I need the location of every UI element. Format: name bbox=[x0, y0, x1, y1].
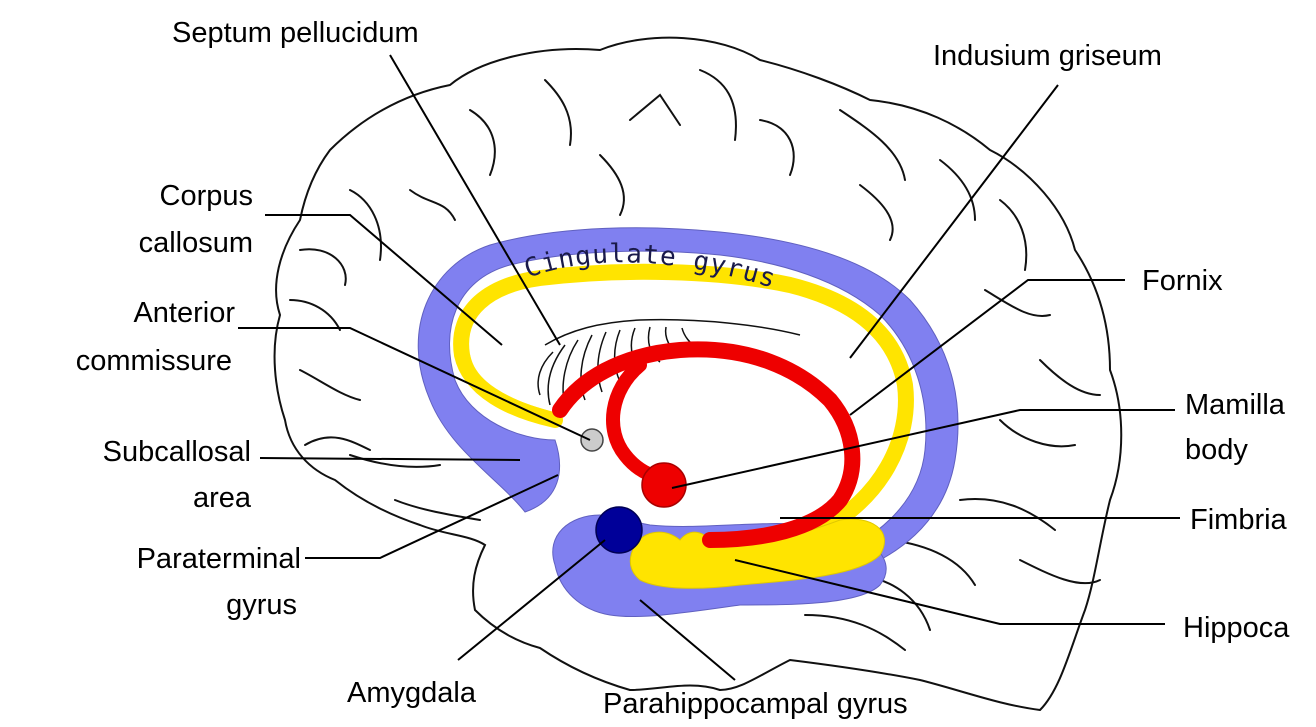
sulcus-line bbox=[410, 190, 455, 220]
sulcus-line bbox=[300, 249, 346, 285]
sulcus-line bbox=[600, 155, 624, 215]
sulcus-line bbox=[1000, 420, 1075, 446]
sulcus-line bbox=[985, 290, 1050, 316]
label-indusium-griseum: Indusium griseum bbox=[933, 40, 1162, 72]
label-hippocampus: Hippoca bbox=[1183, 612, 1290, 644]
label-parahippocampal-gyrus: Parahippocampal gyrus bbox=[603, 688, 908, 720]
label-fornix: Fornix bbox=[1142, 265, 1223, 297]
label-anterior-commissure-line2: commissure bbox=[76, 345, 232, 377]
sulcus-line bbox=[630, 95, 680, 125]
sulcus-line bbox=[940, 160, 975, 220]
sulcus-line bbox=[840, 110, 905, 180]
sulcus-line bbox=[350, 190, 381, 260]
amygdala-circle bbox=[596, 507, 642, 553]
sulcus-line bbox=[290, 300, 340, 330]
sulcus-line bbox=[860, 185, 893, 240]
label-paraterminal-gyrus-line2: gyrus bbox=[226, 589, 297, 621]
sulcus-line bbox=[760, 120, 794, 175]
label-mamillary-body-line1: Mamilla bbox=[1185, 389, 1286, 421]
sulcus-line bbox=[1000, 200, 1026, 270]
label-anterior-commissure-line1: Anterior bbox=[133, 297, 235, 329]
label-fimbria: Fimbria bbox=[1190, 504, 1288, 536]
label-corpus-callosum-line1: Corpus bbox=[160, 180, 254, 212]
fornix-loop bbox=[560, 349, 852, 540]
label-subcallosal-area-line2: area bbox=[193, 482, 252, 514]
sulcus-line bbox=[1040, 360, 1100, 395]
fornix-column bbox=[613, 365, 660, 478]
sulcus-line bbox=[545, 80, 571, 145]
sulcus-line bbox=[350, 455, 440, 467]
anterior-commissure-circle bbox=[581, 429, 603, 451]
sulcus-line bbox=[300, 370, 360, 400]
sulcus-line bbox=[890, 540, 975, 585]
sulcus-line bbox=[470, 110, 495, 175]
sulcus-line bbox=[305, 437, 370, 450]
sulcus-line bbox=[805, 615, 905, 650]
sulcus-line bbox=[960, 499, 1055, 530]
sulcus-line bbox=[700, 70, 736, 140]
label-paraterminal-gyrus-line1: Paraterminal bbox=[137, 543, 301, 575]
label-mamillary-body-line2: body bbox=[1185, 434, 1248, 466]
label-amygdala: Amygdala bbox=[347, 677, 477, 709]
label-corpus-callosum-line2: callosum bbox=[139, 227, 253, 259]
mamillary-body-circle bbox=[642, 463, 686, 507]
sulcus-line bbox=[1020, 560, 1100, 583]
label-subcallosal-area-line1: Subcallosal bbox=[103, 436, 251, 468]
label-septum-pellucidum: Septum pellucidum bbox=[172, 17, 419, 49]
